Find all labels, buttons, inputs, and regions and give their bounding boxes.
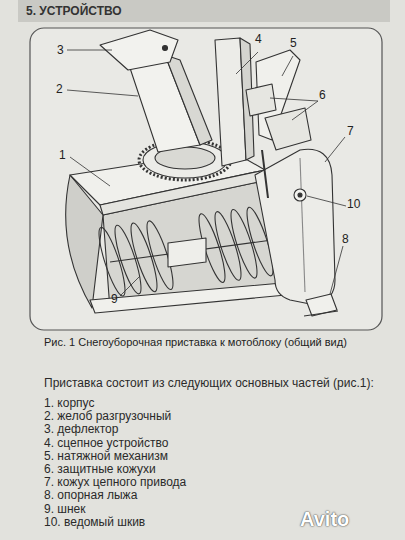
- pulley-hub: [298, 193, 302, 197]
- callout-number: 6: [319, 88, 326, 102]
- ski-runner: [304, 311, 338, 316]
- leader-line: [67, 90, 138, 96]
- driven-pulley: [294, 189, 306, 201]
- leader-line: [307, 196, 346, 206]
- parts-list-item: 9. шнек: [44, 502, 86, 516]
- callout-number: 9: [111, 292, 118, 306]
- parts-list-item: 10. ведомый шкив: [44, 515, 145, 529]
- parts-list-item: 7. кожух цепного привода: [44, 475, 186, 489]
- parts-list-item: 5. натяжной механизм: [44, 449, 168, 463]
- parts-list-item: 4. сцепное устройство: [44, 436, 168, 450]
- auger-paddle: [168, 238, 206, 267]
- callout-number: 7: [347, 124, 354, 138]
- protective-cover: [265, 108, 311, 150]
- support-ski: [306, 294, 337, 316]
- callout-number: 8: [342, 232, 349, 246]
- auger-flight: [210, 210, 246, 283]
- parts-list-item: 8. опорная лыжа: [44, 488, 137, 502]
- watermark: Avito: [300, 508, 349, 531]
- leader-line: [67, 50, 112, 51]
- leader-line: [70, 157, 110, 186]
- chute-side: [165, 55, 212, 145]
- parts-list-item: 6. защитные кожухи: [44, 462, 156, 476]
- leader-line: [330, 246, 343, 294]
- callout-number: 1: [59, 148, 66, 162]
- leader-line: [325, 137, 345, 162]
- parts-list-item: 3. дефлектор: [44, 422, 118, 436]
- callout-number: 5: [290, 36, 297, 50]
- heading-band: [18, 0, 390, 22]
- leader-line: [282, 56, 293, 76]
- tension-rod: [262, 150, 268, 198]
- leader-line: [270, 98, 318, 101]
- snowblower-drawing: [66, 30, 338, 316]
- auger-flight: [226, 207, 262, 280]
- callout-number: 4: [255, 32, 262, 46]
- chain-cover: [255, 149, 335, 305]
- auger-flights: [94, 205, 278, 298]
- intro-text: Приставка состоит из следующих основных …: [44, 376, 374, 390]
- parts-list-item: 2. желоб разгрузочный: [44, 409, 171, 423]
- leader-line: [292, 101, 318, 120]
- callout-number: 10: [347, 197, 360, 211]
- parts-list-item: 1. корпус: [44, 396, 94, 410]
- deflector-bolt: [163, 46, 168, 51]
- section-heading: 5. УСТРОЙСТВО: [26, 4, 122, 18]
- figure-caption: Рис. 1 Снегоуборочная приставка к мотобл…: [44, 336, 347, 348]
- leader-line: [236, 52, 258, 74]
- cover-edge: [300, 158, 305, 292]
- leader-line: [120, 276, 140, 296]
- protective-cover: [246, 84, 276, 116]
- leader-lines: [67, 50, 346, 296]
- scraper-blade: [90, 283, 286, 313]
- figure-frame: [30, 28, 382, 330]
- auger-flight: [110, 223, 146, 296]
- auger-flight: [94, 225, 130, 298]
- auger-flight: [126, 221, 162, 294]
- callout-number: 3: [57, 43, 64, 57]
- callout-number: 2: [56, 82, 63, 96]
